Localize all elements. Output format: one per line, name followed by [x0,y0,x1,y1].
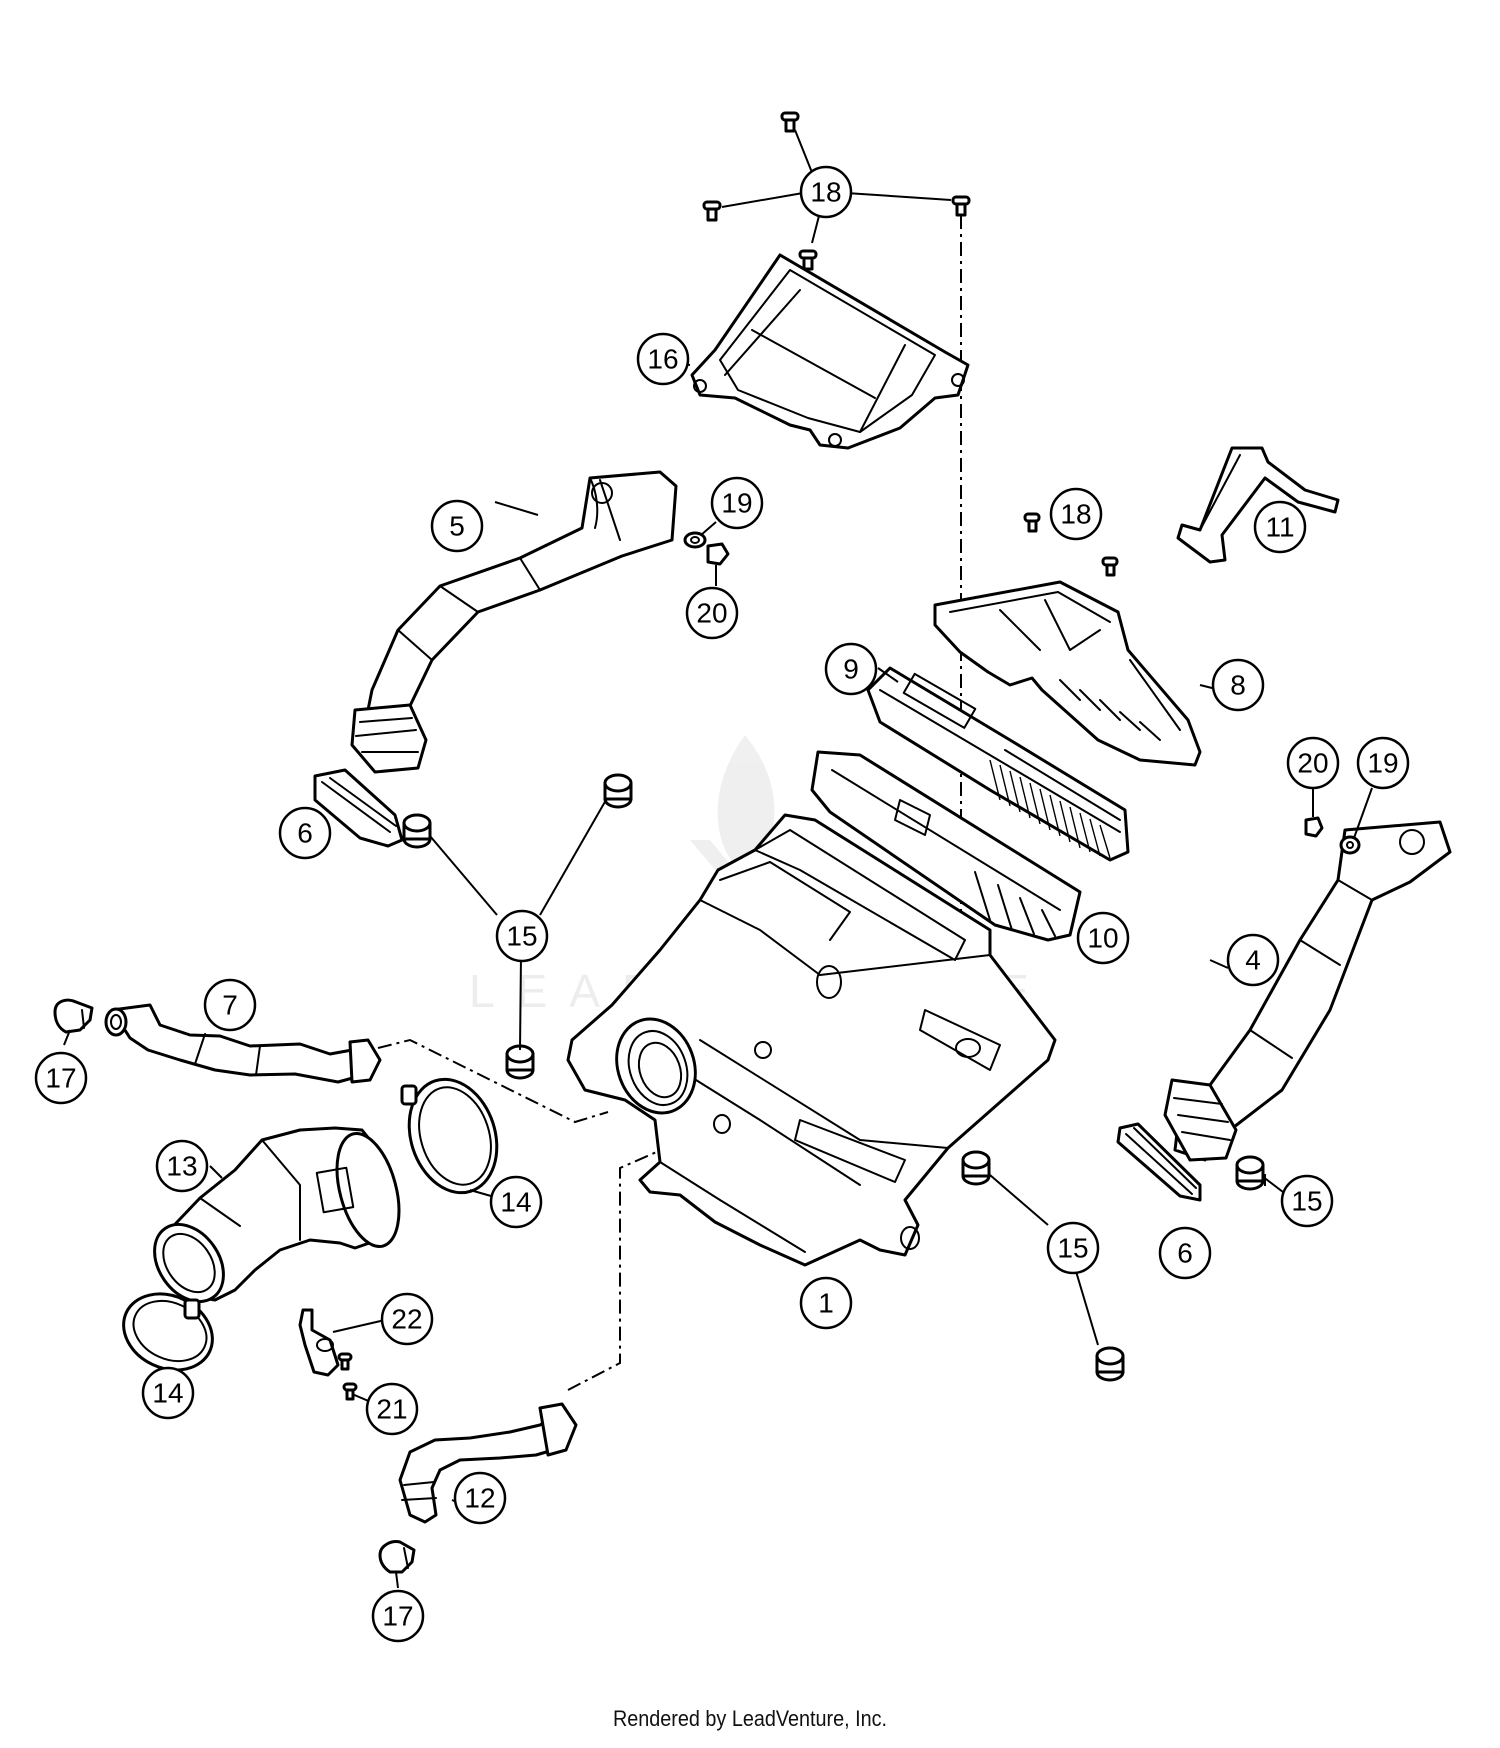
callout-14-lower: 14 [141,1366,195,1420]
pleat-lines [989,759,1111,859]
svg-text:13: 13 [166,1151,197,1182]
svg-text:11: 11 [1265,512,1294,543]
washer-19-left [683,521,717,549]
svg-text:20: 20 [696,598,727,629]
callout-18-top: 18 [799,165,853,219]
callout-12: 12 [453,1471,507,1525]
part-7-hose [104,1003,382,1084]
svg-text:9: 9 [843,654,859,685]
part-9-filter-element [866,666,1130,862]
bushings-15 [402,773,1284,1382]
svg-text:6: 6 [297,818,313,849]
part-11-bracket [1176,446,1340,564]
nut-20-right [1304,782,1324,838]
screws-18-right [1023,512,1119,577]
nut-20-left [706,542,730,586]
callout-20-right: 20 [1286,736,1340,790]
callout-19: 19 [710,476,764,530]
svg-text:19: 19 [1367,748,1398,779]
svg-text:5: 5 [449,511,465,542]
part-13-intake-boot [153,1126,401,1303]
svg-text:21: 21 [376,1394,407,1425]
svg-text:17: 17 [45,1063,76,1094]
part-10-filter-cage [810,750,1082,942]
callout-18-right: 18 [1049,487,1103,541]
part-8-filter-holder [933,580,1202,767]
part-5-intake-duct [350,470,678,774]
svg-text:14: 14 [500,1187,531,1218]
callout-10: 10 [1076,911,1130,965]
svg-text:15: 15 [1057,1233,1088,1264]
svg-text:6: 6 [1177,1238,1193,1269]
callout-17-bottom: 17 [371,1589,425,1643]
part-1-airbox [566,813,1057,1267]
svg-text:18: 18 [1060,499,1091,530]
svg-text:8: 8 [1230,670,1246,701]
part-12-hose [398,1402,578,1524]
part-6-seal-left [313,768,404,848]
part-14-clamp-upper [400,1077,499,1199]
callout-13: 13 [155,1139,209,1193]
part-22-sensor [298,1308,386,1377]
callout-20: 20 [685,586,739,640]
svg-text:10: 10 [1087,923,1118,954]
part-4-intake-duct [1163,820,1452,1162]
svg-text:7: 7 [222,990,238,1021]
svg-text:1: 1 [818,1288,834,1319]
callout-21: 21 [365,1382,419,1436]
svg-text:19: 19 [721,488,752,519]
callout-16: 16 [636,332,690,386]
render-credit: Rendered by LeadVenture, Inc. [612,1706,888,1731]
callout-19-right: 19 [1356,736,1410,790]
callout-22: 22 [380,1292,434,1346]
callout-6-left: 6 [278,806,332,860]
callout-5: 5 [430,499,484,553]
callout-11: 11 [1253,500,1307,554]
callout-14-upper: 14 [489,1175,543,1229]
callouts: 18 16 19 20 5 18 11 9 8 20 19 6 15 10 4 … [34,165,1410,1643]
callout-7: 7 [203,978,257,1032]
callout-4: 4 [1226,933,1280,987]
part-14-clamp-lower [122,1292,214,1379]
callout-1: 1 [799,1276,853,1330]
svg-text:16: 16 [647,344,678,375]
callout-17-left: 17 [34,1051,88,1105]
part-17-clamp-bottom [378,1540,416,1589]
svg-text:22: 22 [391,1304,422,1335]
svg-text:20: 20 [1297,748,1328,779]
callout-15-lower: 15 [1046,1221,1100,1275]
screws-18-top [702,111,971,271]
callout-15-right: 15 [1280,1174,1334,1228]
washer-19-right [1339,787,1373,855]
part-17-clamp-left [53,998,94,1046]
callout-9: 9 [824,642,878,696]
callout-15-upper: 15 [495,909,549,963]
svg-text:15: 15 [506,921,537,952]
svg-text:17: 17 [382,1601,413,1632]
callout-6-right: 6 [1158,1226,1212,1280]
svg-text:4: 4 [1245,945,1261,976]
svg-text:14: 14 [152,1378,183,1409]
callout-8: 8 [1211,658,1265,712]
part-16-cover [690,253,970,450]
svg-text:15: 15 [1291,1186,1322,1217]
part-6-seal-right [1116,1122,1202,1202]
svg-text:18: 18 [810,177,841,208]
svg-text:12: 12 [464,1483,495,1514]
